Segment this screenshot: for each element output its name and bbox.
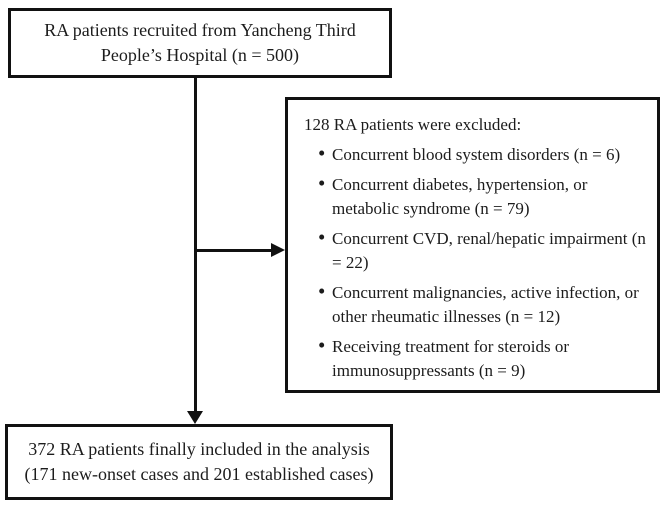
final-text-line1: 372 RA patients finally included in the … (28, 439, 370, 459)
recruited-text-line2: People’s Hospital (n = 500) (100, 45, 300, 65)
bullet-icon (318, 279, 332, 303)
recruited-box: RA patients recruited from Yancheng Thir… (8, 8, 392, 78)
connector-vertical-line (193, 78, 197, 412)
excluded-item: Concurrent malignancies, active infectio… (318, 281, 647, 329)
bullet-icon (318, 225, 332, 249)
excluded-item-text: Concurrent diabetes, hypertension, or me… (332, 175, 588, 218)
excluded-item: Receiving treatment for steroids or immu… (318, 335, 647, 383)
excluded-box: 128 RA patients were excluded: Concurren… (285, 97, 660, 393)
final-text-line2: (171 new-onset cases and 201 established… (24, 464, 374, 484)
excluded-item-text: Concurrent CVD, renal/hepatic impairment… (332, 229, 646, 272)
excluded-item-text: Receiving treatment for steroids or immu… (332, 337, 569, 380)
bullet-icon (318, 171, 332, 195)
excluded-item: Concurrent CVD, renal/hepatic impairment… (318, 227, 647, 275)
final-box: 372 RA patients finally included in the … (5, 424, 393, 500)
excluded-list: Concurrent blood system disorders (n = 6… (304, 143, 647, 383)
excluded-item-text: Concurrent malignancies, active infectio… (332, 283, 639, 326)
arrow-down-icon (186, 411, 203, 424)
bullet-icon (318, 333, 332, 357)
arrow-right-icon (271, 243, 285, 257)
bullet-icon (318, 141, 332, 165)
excluded-heading: 128 RA patients were excluded: (304, 115, 522, 134)
excluded-item: Concurrent blood system disorders (n = 6… (318, 143, 647, 167)
excluded-item: Concurrent diabetes, hypertension, or me… (318, 173, 647, 221)
excluded-item-text: Concurrent blood system disorders (n = 6… (332, 145, 621, 164)
recruited-text-line1: RA patients recruited from Yancheng Thir… (44, 20, 356, 40)
connector-horizontal-line (194, 249, 272, 252)
